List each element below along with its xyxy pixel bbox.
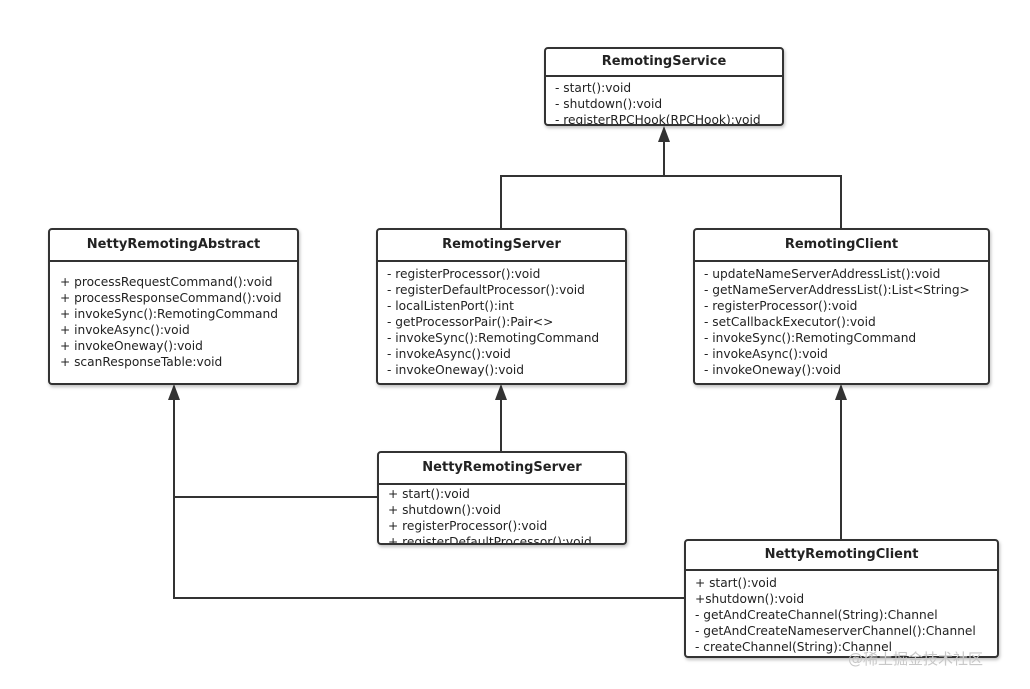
arrowhead-to-remotingservice [658, 126, 670, 142]
member: - invokeSync():RemotingCommand [387, 331, 600, 345]
member-list: + start():void + shutdown():void + regis… [379, 485, 625, 545]
class-remoting-service: RemotingService - start():void - shutdow… [544, 47, 784, 126]
class-name: RemotingService [546, 49, 782, 77]
class-remoting-client: RemotingClient - updateNameServerAddress… [693, 228, 990, 385]
edge-nettyremotingclient-to-nettyremotingabstract [173, 398, 684, 599]
member-list: - updateNameServerAddressList():void - g… [695, 262, 988, 378]
member: - registerProcessor():void [704, 299, 858, 313]
member: + processResponseCommand():void [60, 291, 282, 305]
member: - invokeSync():RemotingCommand [704, 331, 917, 345]
member: - getAndCreateNameserverChannel():Channe… [695, 624, 976, 638]
arrowhead-to-remotingserver [495, 384, 507, 400]
member: + invokeOneway():void [60, 339, 203, 353]
member: - getNameServerAddressList():List<String… [704, 283, 970, 297]
member-list: + start():void +shutdown():void - getAnd… [686, 571, 997, 655]
member: - invokeAsync():void [704, 347, 828, 361]
member: - start():void [555, 81, 632, 95]
member: - updateNameServerAddressList():void [704, 267, 941, 281]
class-netty-remoting-server: NettyRemotingServer + start():void + shu… [377, 451, 627, 545]
member: - setCallbackExecutor():void [704, 315, 876, 329]
member-list: + processRequestCommand():void + process… [50, 262, 297, 370]
member: + registerDefaultProcessor():void [388, 535, 592, 545]
class-name: NettyRemotingClient [686, 541, 997, 571]
member: - localListenPort():int [387, 299, 514, 313]
member: - invokeOneway():void [704, 363, 842, 377]
class-name: RemotingClient [695, 230, 988, 262]
member-list: - start():void - shutdown():void - regis… [546, 77, 782, 126]
arrowhead-to-nettyremotingabstract [168, 384, 180, 400]
class-name: RemotingServer [378, 230, 625, 262]
member: + start():void [695, 576, 777, 590]
member: + shutdown():void [388, 503, 501, 517]
member: + registerProcessor():void [388, 519, 548, 533]
watermark: @稀土掘金技术社区 [848, 650, 984, 668]
member: + start():void [388, 487, 470, 501]
member: - registerDefaultProcessor():void [387, 283, 585, 297]
member: + invokeSync():RemotingCommand [60, 307, 278, 321]
member: - registerRPCHook(RPCHook):void [555, 113, 761, 126]
member: - shutdown():void [555, 97, 663, 111]
class-name: NettyRemotingAbstract [50, 230, 297, 262]
class-netty-remoting-abstract: NettyRemotingAbstract + processRequestCo… [48, 228, 299, 385]
member: + scanResponseTable:void [60, 355, 223, 369]
member: - getProcessorPair():Pair<> [387, 315, 554, 329]
class-name: NettyRemotingServer [379, 453, 625, 485]
member: - getAndCreateChannel(String):Channel [695, 608, 938, 622]
member: +shutdown():void [695, 592, 805, 606]
member: + processRequestCommand():void [60, 275, 273, 289]
class-remoting-server: RemotingServer - registerProcessor():voi… [376, 228, 627, 385]
edge-remotingserver-to-remotingservice [500, 175, 842, 228]
member-list: - registerProcessor():void - registerDef… [378, 262, 625, 378]
member: - registerProcessor():void [387, 267, 541, 281]
member: - createChannel(String):Channel [695, 640, 893, 654]
member: - invokeOneway():void [387, 363, 525, 377]
member: + invokeAsync():void [60, 323, 190, 337]
member: - invokeAsync():void [387, 347, 511, 361]
arrowhead-to-remotingclient [835, 384, 847, 400]
class-netty-remoting-client: NettyRemotingClient + start():void +shut… [684, 539, 999, 658]
